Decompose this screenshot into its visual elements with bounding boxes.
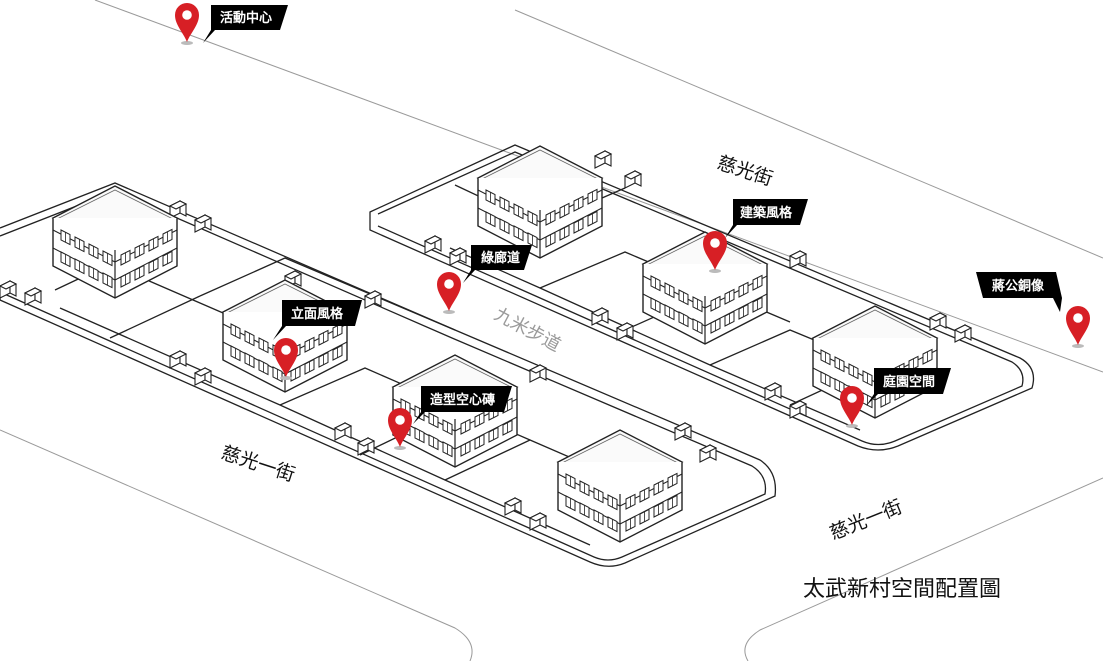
map-title: 太武新村空間配置圖 (803, 577, 1001, 602)
marker-facade-style[interactable]: 立面風格 (273, 300, 362, 380)
marker-label-garden-space: 庭園空間 (883, 374, 935, 390)
marker-chiang-statue[interactable]: 蔣公銅像 (976, 272, 1090, 348)
marker-label-hollow-brick: 造型空心磚 (430, 392, 495, 408)
marker-hollow-brick[interactable]: 造型空心磚 (388, 386, 512, 450)
marker-garden-space[interactable]: 庭園空間 (840, 368, 951, 428)
marker-label-green-corridor: 綠廊道 (481, 250, 520, 266)
marker-activity-center[interactable]: 活動中心 (175, 3, 288, 45)
marker-architecture-style[interactable]: 建築風格 (703, 199, 808, 273)
marker-label-architecture-style: 建築風格 (740, 205, 793, 221)
marker-label-activity-center: 活動中心 (220, 10, 272, 26)
street-label-upper: 慈光街 (714, 152, 775, 191)
street-label-lower-right: 慈光一街 (827, 496, 906, 545)
marker-label-facade-style: 立面風格 (291, 306, 344, 322)
marker-green-corridor[interactable]: 綠廊道 (437, 245, 532, 314)
street-label-lower-left: 慈光一街 (218, 442, 297, 486)
marker-label-chiang-statue: 蔣公銅像 (992, 278, 1045, 294)
